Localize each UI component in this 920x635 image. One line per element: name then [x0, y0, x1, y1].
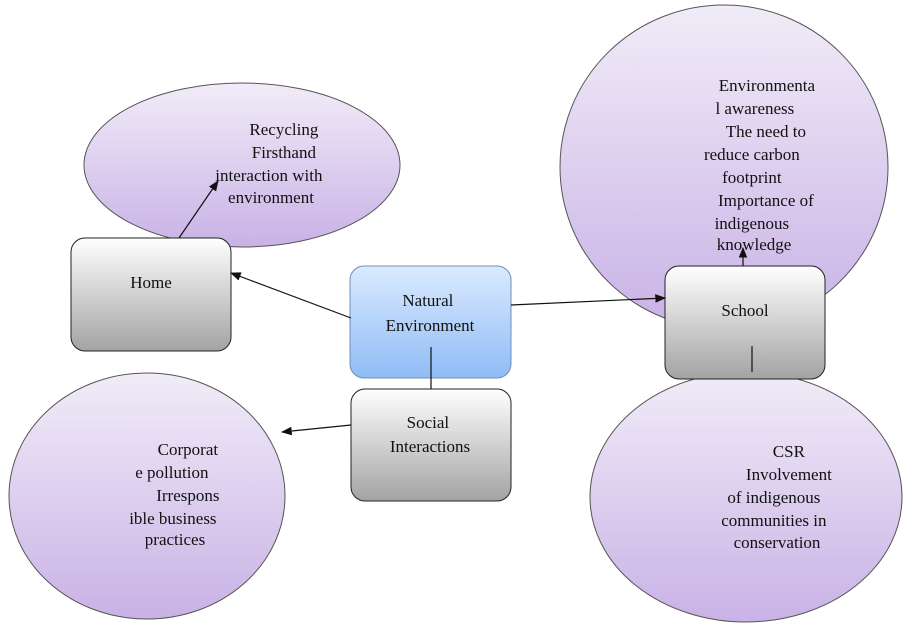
school-box: School [664, 265, 826, 380]
natural-environment-label: Natural Environment [386, 291, 475, 335]
school-bubble: Environmenta l awareness The need to red… [559, 4, 889, 330]
csr-bubble-text: CSR Involvement of indigenous communitie… [721, 442, 836, 552]
natural-environment-box: Natural Environment [349, 265, 512, 379]
home-bubble: Recycling Firsthand interaction with env… [83, 82, 401, 248]
home-bubble-text: Recycling Firsthand interaction with env… [215, 120, 326, 207]
social-bubble-text: Corporat e pollution Irrespons ible busi… [129, 440, 224, 549]
social-interactions-box: Social Interactions [350, 388, 512, 502]
arrow-natural-to-home [229, 272, 352, 319]
social-bubble: Corporat e pollution Irrespons ible busi… [8, 372, 286, 620]
csr-bubble: CSR Involvement of indigenous communitie… [589, 371, 903, 623]
arrow-social-to-bubble [280, 424, 352, 436]
home-label: Home [130, 273, 172, 292]
school-bubble-text: Environmenta l awareness The need to red… [704, 76, 819, 254]
arrow-home-to-bubble [178, 180, 219, 239]
school-label: School [721, 301, 769, 320]
arrow-natural-to-school [510, 294, 667, 306]
connectors [178, 180, 753, 436]
home-box: Home [70, 237, 232, 352]
social-interactions-label: Social Interactions [390, 413, 470, 456]
